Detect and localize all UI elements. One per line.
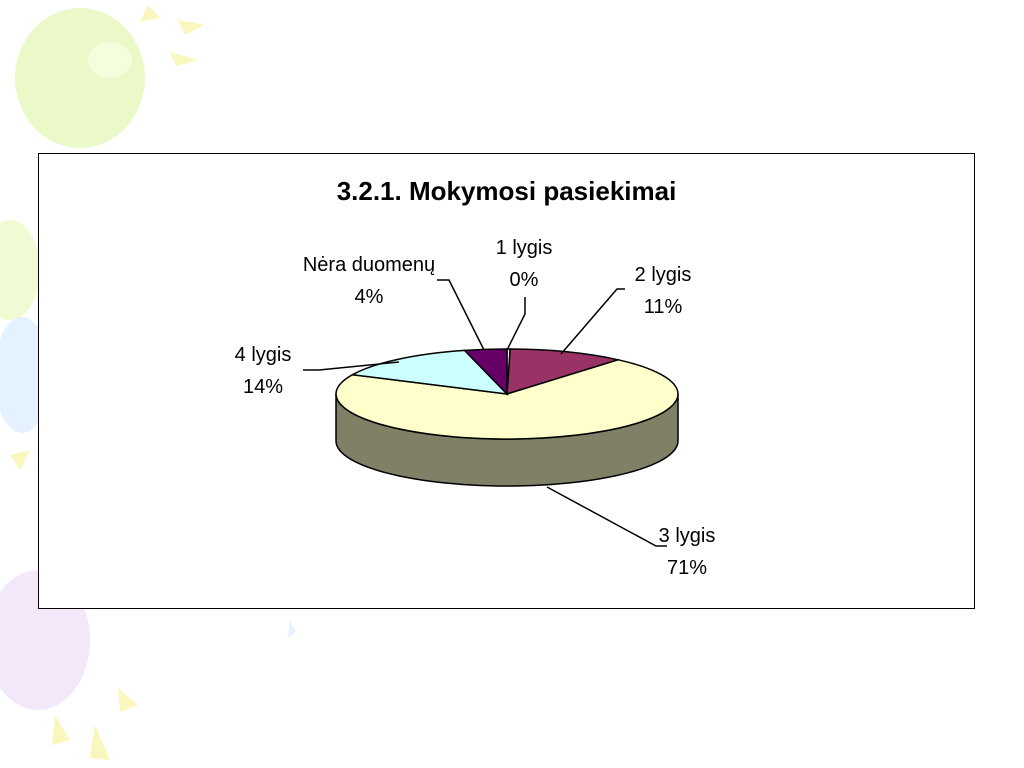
slice-label-name-1: 1 lygis: [496, 237, 553, 259]
balloon-green-icon: [15, 8, 145, 148]
slice-label-pct-4: 14%: [243, 376, 283, 398]
leader-line-5: [437, 279, 485, 351]
slice-label-name-5: Nėra duomenų: [303, 254, 435, 276]
chart-frame: 3.2.1. Mokymosi pasiekimai 1 lygis 0% 2 ly…: [38, 153, 975, 609]
slice-label-pct-1: 0%: [510, 269, 539, 291]
balloon-blue-icon: [0, 317, 50, 433]
slice-label-pct-2: 11%: [644, 296, 683, 318]
pie-slice-3: [335, 359, 679, 440]
chart-title: 3.2.1. Mokymosi pasiekimai: [336, 176, 677, 206]
leader-line-3: [546, 486, 667, 547]
pie-slice-2: [506, 348, 622, 396]
slice-label-name-3: 3 lygis: [659, 525, 716, 547]
pie-chart: 1 lygis 0% 2 lygis 11% 3 lygis 71% 4 lygis 14% N…: [235, 237, 716, 579]
slice-label-pct-3: 71%: [667, 557, 707, 579]
leader-line-2: [560, 288, 625, 355]
slice-label-pct-5: 4%: [355, 286, 384, 308]
slice-label-name-2: 2 lygis: [635, 264, 692, 286]
leader-line-4: [303, 361, 400, 371]
leader-line-1: [505, 297, 526, 353]
slice-label-name-4: 4 lygis: [235, 344, 292, 366]
pie-slice-4: [350, 349, 510, 396]
